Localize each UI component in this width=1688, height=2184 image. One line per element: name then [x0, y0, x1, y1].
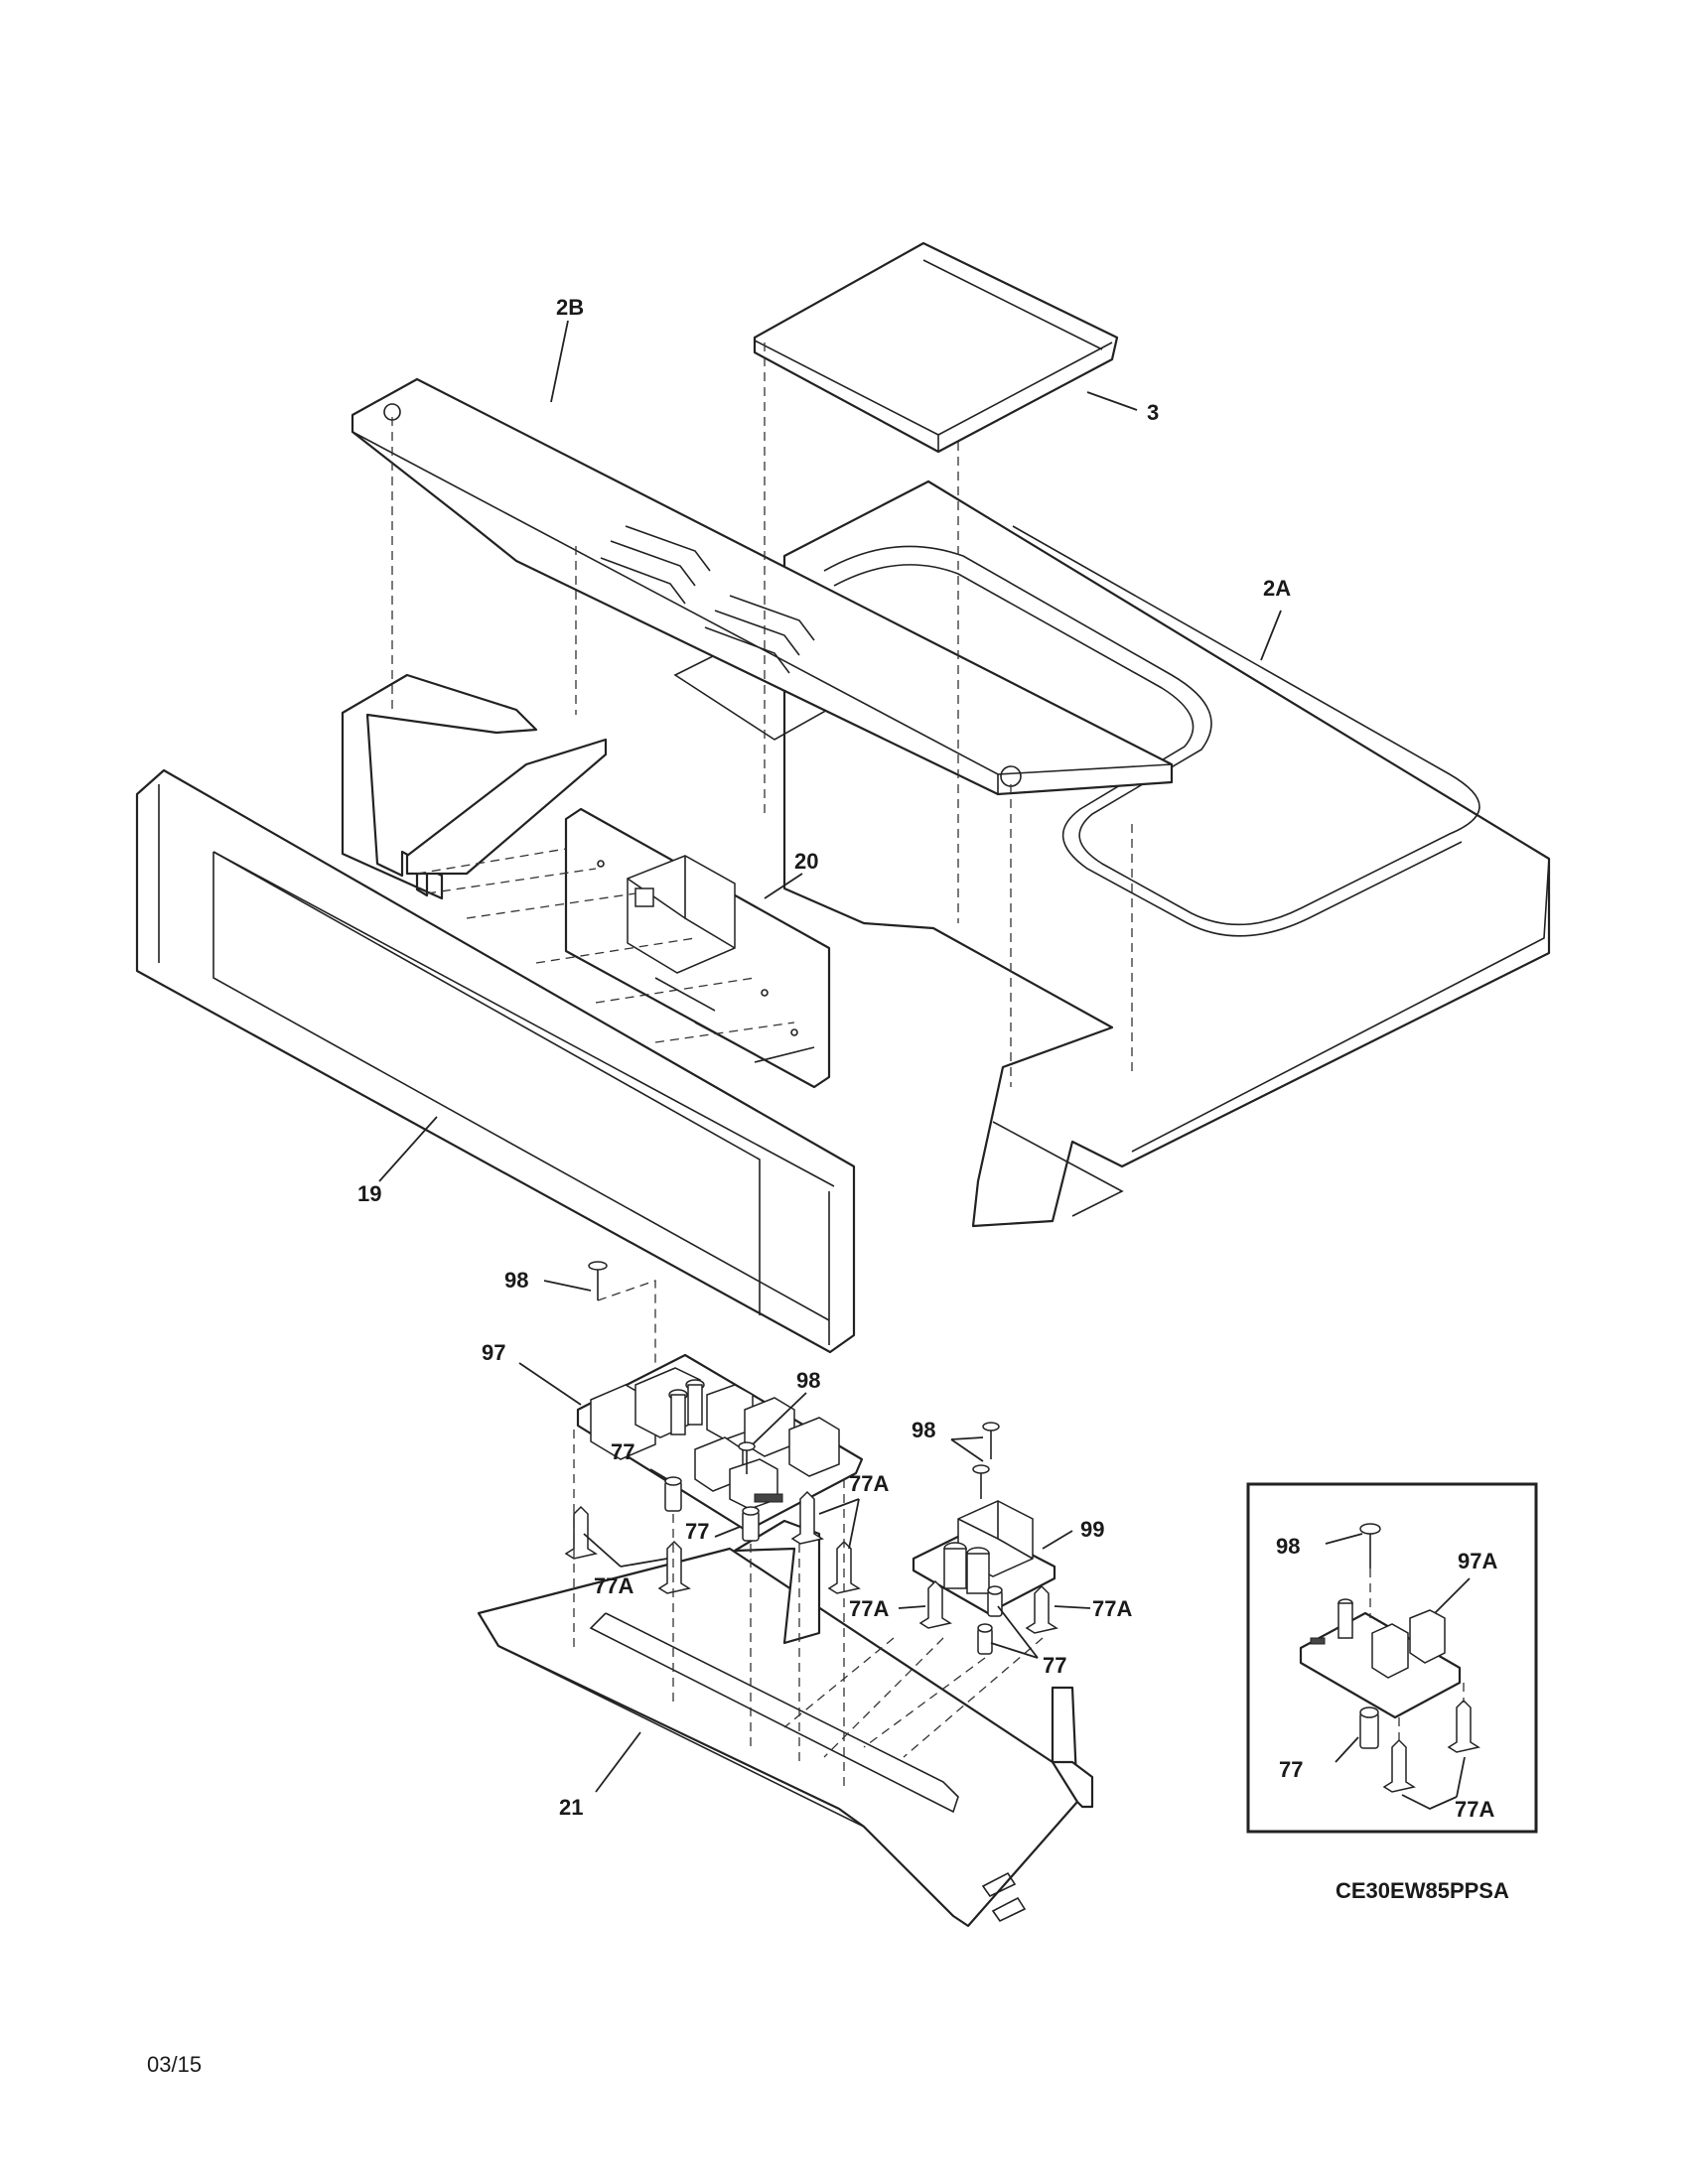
callout-77a-left: 77A: [594, 1573, 633, 1598]
screw-98-d: [972, 1464, 990, 1499]
callout-98-top: 98: [504, 1268, 528, 1293]
standoff-77-d: [977, 1623, 993, 1655]
inset-callout-77a: 77A: [1455, 1797, 1494, 1822]
inset-97a-detail: [1246, 1482, 1538, 1834]
callout-77a-right: 77A: [849, 1471, 889, 1496]
callout-77-upper: 77: [611, 1439, 634, 1464]
inset-standoff-77: [1359, 1706, 1379, 1749]
clip-77a-e: [918, 1579, 952, 1629]
callout-2a: 2A: [1263, 576, 1291, 601]
callout-98-board: 98: [796, 1368, 820, 1393]
model-number: CE30EW85PPSA: [1336, 1878, 1509, 1903]
callout-77-transformer: 77: [1043, 1653, 1066, 1678]
callout-3: 3: [1147, 400, 1159, 425]
inset-callout-77: 77: [1279, 1757, 1303, 1782]
screw-98-b: [738, 1441, 756, 1474]
standoffs-and-clips: [564, 1261, 1058, 1655]
callout-77a-transformer-left: 77A: [849, 1596, 889, 1621]
part-97-power-board: [576, 1353, 864, 1533]
callout-19: 19: [357, 1181, 381, 1206]
callout-77-middle: 77: [685, 1519, 709, 1544]
screw-98-a: [588, 1261, 608, 1300]
callout-97: 97: [482, 1340, 505, 1365]
standoff-77-b: [742, 1506, 760, 1542]
standoff-77-c: [987, 1585, 1003, 1617]
callout-2b: 2B: [556, 295, 584, 320]
part-3-cover: [753, 241, 1119, 454]
leader-lines: [378, 320, 1282, 1793]
screw-98-c: [982, 1422, 1000, 1459]
inset-clip-77a-right: [1447, 1699, 1480, 1753]
inset-screw-98: [1359, 1523, 1381, 1569]
vent-slots: [600, 525, 815, 674]
clip-77a-d: [827, 1540, 861, 1594]
inset-callout-97a: 97A: [1458, 1549, 1497, 1573]
clip-77a-a: [564, 1505, 598, 1560]
part-2b-vent-rail: [341, 377, 1174, 900]
date-code: 03/15: [147, 2052, 202, 2077]
clip-77a-c: [790, 1490, 824, 1545]
assembly-lines: [391, 342, 1133, 1787]
callout-98-transformer: 98: [912, 1418, 935, 1442]
callout-77a-transformer-right: 77A: [1092, 1596, 1132, 1621]
callout-labels: 2B 3 2A 20 19 98 97 98 98 99 77 77 77A 7…: [357, 295, 1497, 1822]
inset-callout-98: 98: [1276, 1534, 1300, 1559]
callout-20: 20: [794, 849, 818, 874]
part-21-bottom-tray: [477, 1519, 1094, 1928]
callout-99: 99: [1080, 1517, 1104, 1542]
callout-21: 21: [559, 1795, 583, 1820]
inset-clip-77a-left: [1382, 1738, 1416, 1793]
clip-77a-f: [1025, 1584, 1058, 1634]
standoff-77-a: [664, 1476, 682, 1512]
clip-77a-b: [657, 1540, 691, 1594]
part-99-transformer-board: [912, 1500, 1056, 1615]
part-20-control-board: [564, 807, 831, 1089]
part-19-control-panel: [135, 768, 856, 1354]
